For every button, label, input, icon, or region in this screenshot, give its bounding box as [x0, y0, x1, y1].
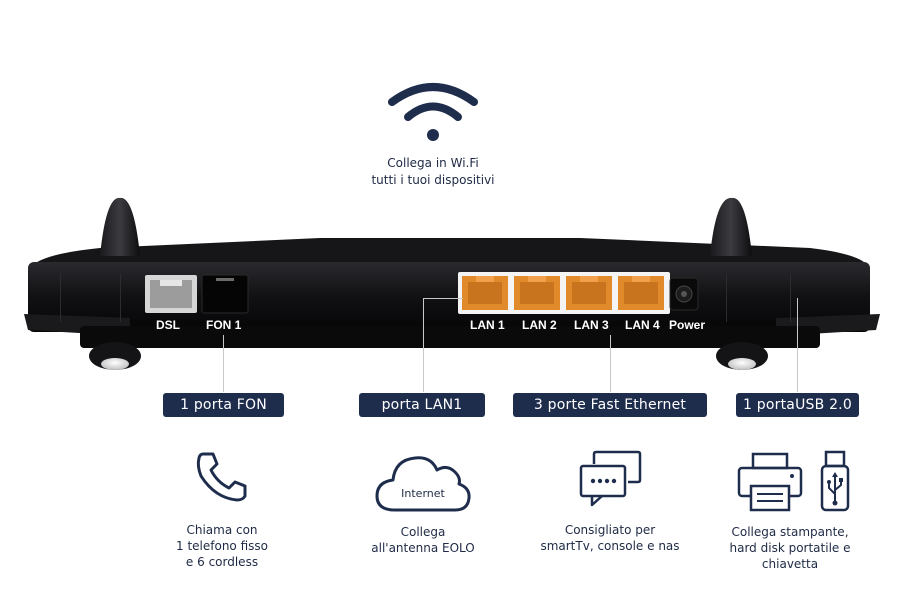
feature-cloud-line1: Collega [400, 525, 446, 539]
wifi-caption: Collega in Wi.Fi tutti i tuoi dispositiv… [333, 155, 533, 189]
feature-phone-line3: e 6 cordless [185, 555, 259, 569]
feature-usb-line1: Collega stampante, [731, 525, 849, 539]
pill-lan1: porta LAN1 [359, 393, 485, 417]
feature-usb-caption: Collega stampante, hard disk portatile e… [713, 524, 867, 572]
connector-fon [223, 335, 224, 392]
phone-icon [196, 452, 247, 502]
pill-usb: 1 portaUSB 2.0 [736, 393, 859, 417]
feature-usb-line2: hard disk portatile e [729, 541, 851, 555]
port-label-power: Power [669, 318, 706, 332]
connector-fast-ethernet [610, 335, 611, 392]
feature-devices-line2: smartTv, console e nas [540, 539, 680, 553]
connector-usb [797, 298, 798, 392]
port-label-lan2: LAN 2 [522, 318, 557, 332]
lan4-port [618, 276, 664, 310]
lan1-port [462, 276, 508, 310]
port-label-lan4: LAN 4 [625, 318, 660, 332]
feature-cloud-line2: all'antenna EOLO [371, 541, 475, 555]
pill-fast-ethernet: 3 porte Fast Ethernet [513, 393, 707, 417]
feature-phone-caption: Chiama con 1 telefono fisso e 6 cordless [152, 522, 292, 570]
cloud-icon-label: Internet [401, 487, 445, 500]
port-label-fon1: FON 1 [206, 318, 242, 332]
usb-stick-icon [820, 450, 850, 512]
wifi-caption-line2: tutti i tuoi dispositivi [371, 173, 495, 187]
wifi-icon [388, 83, 478, 141]
printer-icon [737, 452, 803, 512]
pill-fon: 1 porta FON [163, 393, 284, 417]
feature-phone-line1: Chiama con [186, 523, 258, 537]
port-label-lan3: LAN 3 [574, 318, 609, 332]
feature-usb-line3: chiavetta [761, 557, 819, 571]
chat-devices-icon [579, 450, 642, 507]
cloud-icon [375, 456, 471, 512]
wifi-caption-line1: Collega in Wi.Fi [387, 156, 479, 170]
connector-lan1-h [423, 298, 463, 299]
feature-phone-line2: 1 telefono fisso [176, 539, 268, 553]
feature-cloud-caption: Collega all'antenna EOLO [353, 524, 493, 556]
feature-devices-caption: Consigliato per smartTv, console e nas [530, 522, 690, 554]
connector-lan1 [423, 298, 424, 392]
lan3-port [566, 276, 612, 310]
router-body [24, 197, 880, 370]
port-label-lan1: LAN 1 [470, 318, 505, 332]
router-back-panel: DSL FON 1 LAN 1 LAN 2 LAN 3 LAN 4 Power [20, 196, 886, 386]
fon1-port [201, 274, 249, 314]
lan2-port [514, 276, 560, 310]
port-label-dsl: DSL [156, 318, 180, 332]
feature-devices-line1: Consigliato per [564, 523, 656, 537]
